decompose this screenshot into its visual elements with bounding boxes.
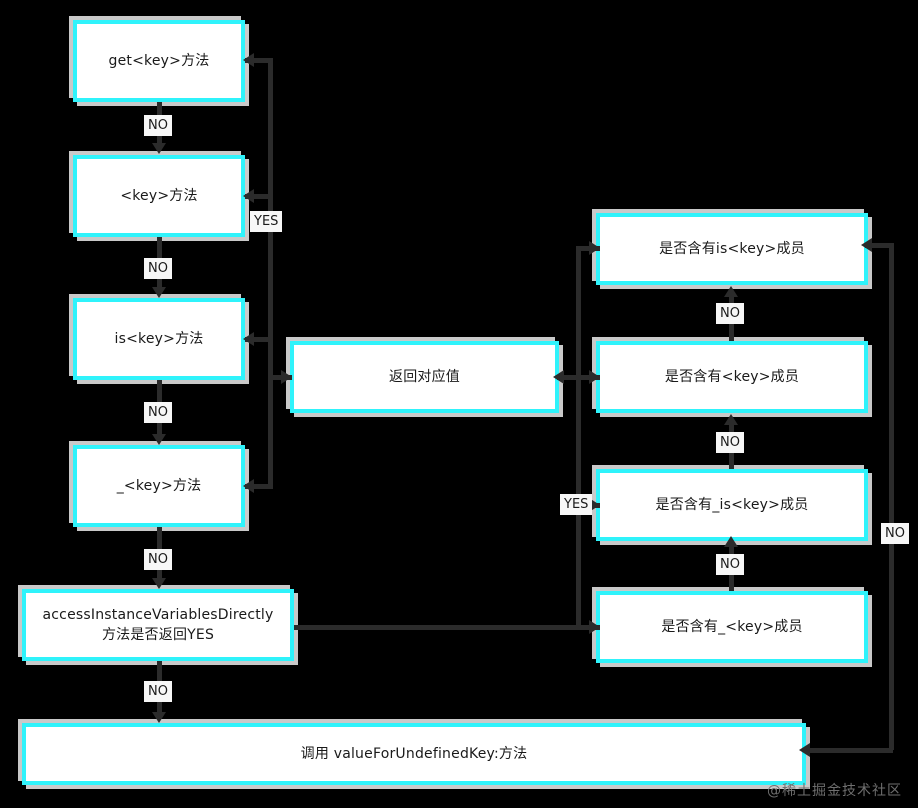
arrowhead-has-underscore-key-to-has-underscore-is-key (724, 536, 738, 547)
arrowhead-stub-has-key-ivar (589, 370, 600, 384)
edge-label-no-3: NO (144, 402, 172, 423)
connector-stub-get-key (245, 58, 273, 63)
connector-stub-underscore-key (245, 484, 273, 489)
node-has-underscore-is-key-ivar-label: 是否含有_is<key>成员 (655, 496, 809, 513)
arrowhead-stub-has-is-key-ivar (589, 241, 600, 255)
arrowhead-get-key-to-key (152, 143, 166, 154)
connector-left-yes-to-return (268, 375, 292, 380)
node-return-value[interactable]: 返回对应值 (290, 341, 559, 413)
node-has-underscore-key-ivar-label: 是否含有_<key>成员 (661, 618, 803, 635)
access-node-line1: accessInstanceVariablesDirectly (42, 606, 274, 623)
arrowhead-is-key-to-underscore-key (152, 434, 166, 445)
node-has-underscore-is-key-ivar[interactable]: 是否含有_is<key>成员 (596, 469, 868, 541)
node-get-key-label: get<key>方法 (108, 52, 210, 69)
arrowhead-far-right-top (861, 238, 872, 252)
connector-stub-is-key (245, 337, 273, 342)
edge-label-yes-right: YES (560, 494, 593, 515)
edge-label-no-right-2: NO (716, 432, 744, 453)
connector-stub-has-is-key-ivar (576, 246, 600, 251)
arrowhead-left-yes-to-return (281, 370, 292, 384)
connector-left-yes-trunk-lower (268, 378, 273, 486)
connector-stub-has-key-ivar (576, 375, 600, 380)
arrowhead-stub-underscore-key (243, 479, 254, 493)
node-underscore-key[interactable]: _<key>方法 (73, 445, 245, 527)
arrowhead-has-underscore-is-key-to-has-key (724, 414, 738, 425)
connector-stub-key-method (245, 194, 273, 199)
arrowhead-access-to-undefined-key (152, 712, 166, 723)
node-is-key-label: is<key>方法 (114, 330, 204, 347)
node-get-key[interactable]: get<key>方法 (73, 20, 245, 102)
node-has-key-ivar-label: 是否含有<key>成员 (664, 368, 800, 385)
connector-right-yes-trunk (576, 246, 581, 630)
arrowhead-right-yes-to-return (553, 370, 564, 384)
arrowhead-far-right-bottom (799, 743, 810, 757)
connector-right-yes-to-return (557, 375, 581, 380)
edge-label-no-1: NO (144, 115, 172, 136)
node-call-value-for-undefined-key[interactable]: 调用 valueForUndefinedKey:方法 (22, 723, 806, 785)
edge-label-no-far-right: NO (881, 523, 909, 544)
arrowhead-stub-has-underscore-key-ivar (589, 620, 600, 634)
node-has-underscore-key-ivar[interactable]: 是否含有_<key>成员 (596, 591, 868, 663)
access-node-line2: 方法是否返回YES (101, 627, 215, 643)
node-has-is-key-ivar[interactable]: 是否含有is<key>成员 (596, 213, 868, 285)
arrowhead-key-to-is-key (152, 287, 166, 298)
edge-label-no-2: NO (144, 258, 172, 279)
connector-far-right-bottom (804, 748, 893, 753)
edge-label-no-4: NO (144, 549, 172, 570)
node-underscore-key-label: _<key>方法 (116, 477, 202, 494)
connector-access-yes-to-has-underscore-key (294, 625, 594, 630)
edge-label-yes-left: YES (250, 211, 283, 232)
edge-label-no-5: NO (144, 681, 172, 702)
node-access-instance-variables-directly[interactable]: accessInstanceVariablesDirectly 方法是否返回YE… (22, 589, 294, 661)
node-has-is-key-ivar-label: 是否含有is<key>成员 (659, 240, 805, 257)
arrowhead-stub-is-key (243, 332, 254, 346)
edge-label-no-right-1: NO (716, 303, 744, 324)
node-is-key[interactable]: is<key>方法 (73, 298, 245, 380)
node-key-method-label: <key>方法 (120, 187, 198, 204)
node-return-value-label: 返回对应值 (389, 368, 460, 385)
arrowhead-stub-has-underscore-is-key-ivar (589, 498, 600, 512)
edge-label-no-right-3: NO (716, 554, 744, 575)
arrowhead-stub-key-method (243, 189, 254, 203)
node-call-value-for-undefined-key-label: 调用 valueForUndefinedKey:方法 (300, 745, 528, 762)
arrowhead-stub-get-key (243, 53, 254, 67)
arrowhead-underscore-key-to-access (152, 578, 166, 589)
node-key-method[interactable]: <key>方法 (73, 155, 245, 237)
connector-far-right-top (865, 243, 893, 248)
arrowhead-has-key-to-has-is-key (724, 286, 738, 297)
connector-far-right-trunk (889, 243, 894, 750)
node-has-key-ivar[interactable]: 是否含有<key>成员 (596, 341, 868, 413)
